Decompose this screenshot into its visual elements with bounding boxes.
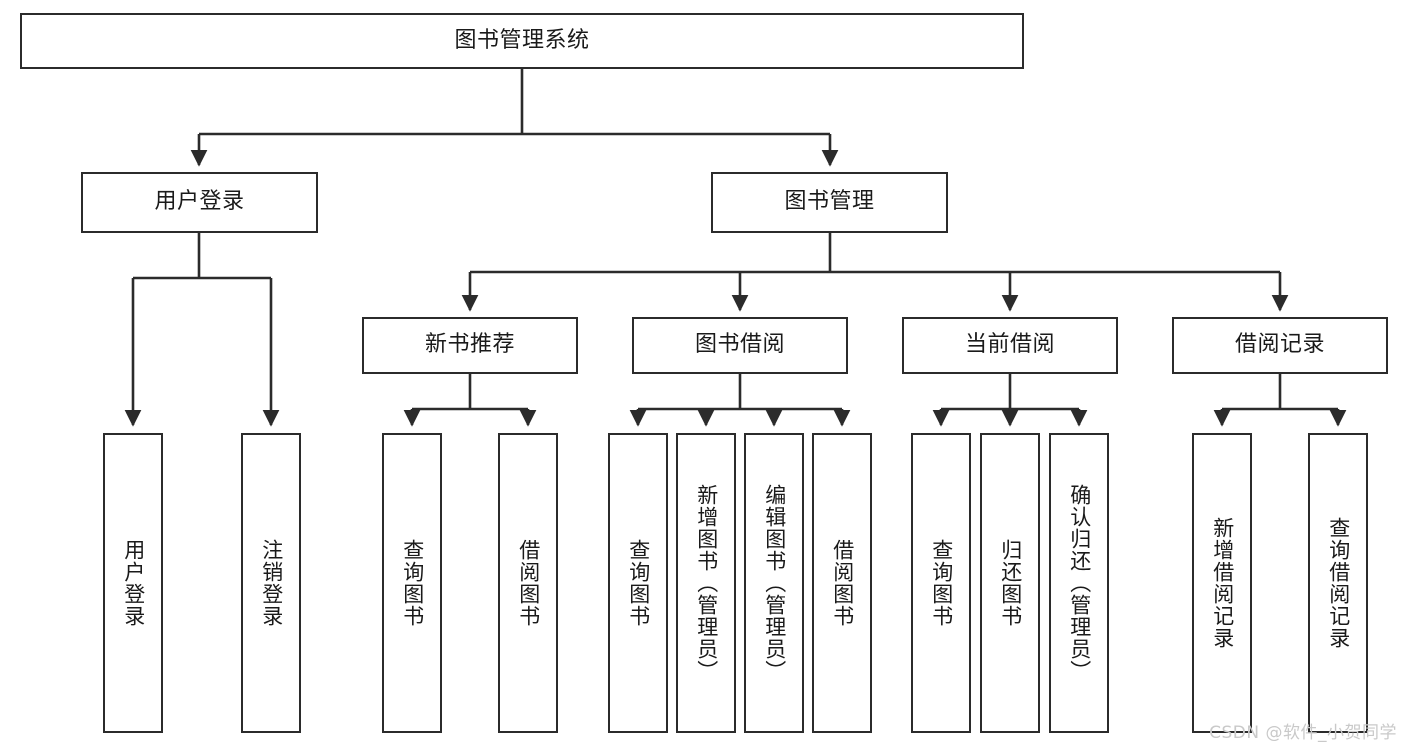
node-leaf-logout[interactable]: 注销登录 bbox=[241, 433, 301, 733]
node-leaf-borrow-query-book[interactable]: 查询图书 bbox=[608, 433, 668, 733]
node-leaf-return-book[interactable]: 归还图书 bbox=[980, 433, 1040, 733]
node-leaf-current-query-book[interactable]: 查询图书 bbox=[911, 433, 971, 733]
node-borrow-record[interactable]: 借阅记录 bbox=[1172, 317, 1388, 374]
node-label: 图书管理系统 bbox=[454, 27, 590, 53]
node-label: 查询借阅记录 bbox=[1326, 517, 1351, 649]
node-label: 查询图书 bbox=[400, 539, 425, 627]
node-leaf-newbook-query-book[interactable]: 查询图书 bbox=[382, 433, 442, 733]
node-label: 新增图书（管理员） bbox=[694, 484, 719, 682]
node-label: 借阅记录 bbox=[1234, 332, 1325, 358]
node-leaf-confirm-return-admin[interactable]: 确认归还（管理员） bbox=[1049, 433, 1109, 733]
node-label: 图书借阅 bbox=[694, 332, 785, 358]
node-label: 当前借阅 bbox=[964, 332, 1055, 358]
node-current-borrow[interactable]: 当前借阅 bbox=[902, 317, 1118, 374]
node-label: 用户登录 bbox=[121, 539, 146, 627]
node-leaf-query-borrow-record[interactable]: 查询借阅记录 bbox=[1308, 433, 1368, 733]
node-label: 借阅图书 bbox=[516, 539, 541, 627]
node-book-management[interactable]: 图书管理 bbox=[711, 172, 948, 233]
node-leaf-add-book-admin[interactable]: 新增图书（管理员） bbox=[676, 433, 736, 733]
node-label: 查询图书 bbox=[929, 539, 954, 627]
node-book-borrow[interactable]: 图书借阅 bbox=[632, 317, 848, 374]
csdn-watermark: CSDN @软件_小贺同学 bbox=[1209, 723, 1397, 743]
node-label: 归还图书 bbox=[998, 539, 1023, 627]
node-label: 借阅图书 bbox=[830, 539, 855, 627]
node-label: 注销登录 bbox=[259, 539, 284, 627]
node-leaf-edit-book-admin[interactable]: 编辑图书（管理员） bbox=[744, 433, 804, 733]
node-leaf-borrow-book[interactable]: 借阅图书 bbox=[812, 433, 872, 733]
node-leaf-user-login[interactable]: 用户登录 bbox=[103, 433, 163, 733]
node-new-book-recommend[interactable]: 新书推荐 bbox=[362, 317, 578, 374]
node-label: 编辑图书（管理员） bbox=[762, 484, 787, 682]
node-leaf-add-borrow-record[interactable]: 新增借阅记录 bbox=[1192, 433, 1252, 733]
node-root-book-management-system[interactable]: 图书管理系统 bbox=[20, 13, 1024, 69]
node-leaf-newbook-borrow-book[interactable]: 借阅图书 bbox=[498, 433, 558, 733]
node-label: 查询图书 bbox=[626, 539, 651, 627]
node-label: 图书管理 bbox=[784, 189, 875, 215]
node-label: 新增借阅记录 bbox=[1210, 517, 1235, 649]
node-label: 用户登录 bbox=[154, 189, 245, 215]
node-user-login[interactable]: 用户登录 bbox=[81, 172, 318, 233]
node-label: 确认归还（管理员） bbox=[1067, 484, 1092, 682]
node-label: 新书推荐 bbox=[424, 332, 515, 358]
